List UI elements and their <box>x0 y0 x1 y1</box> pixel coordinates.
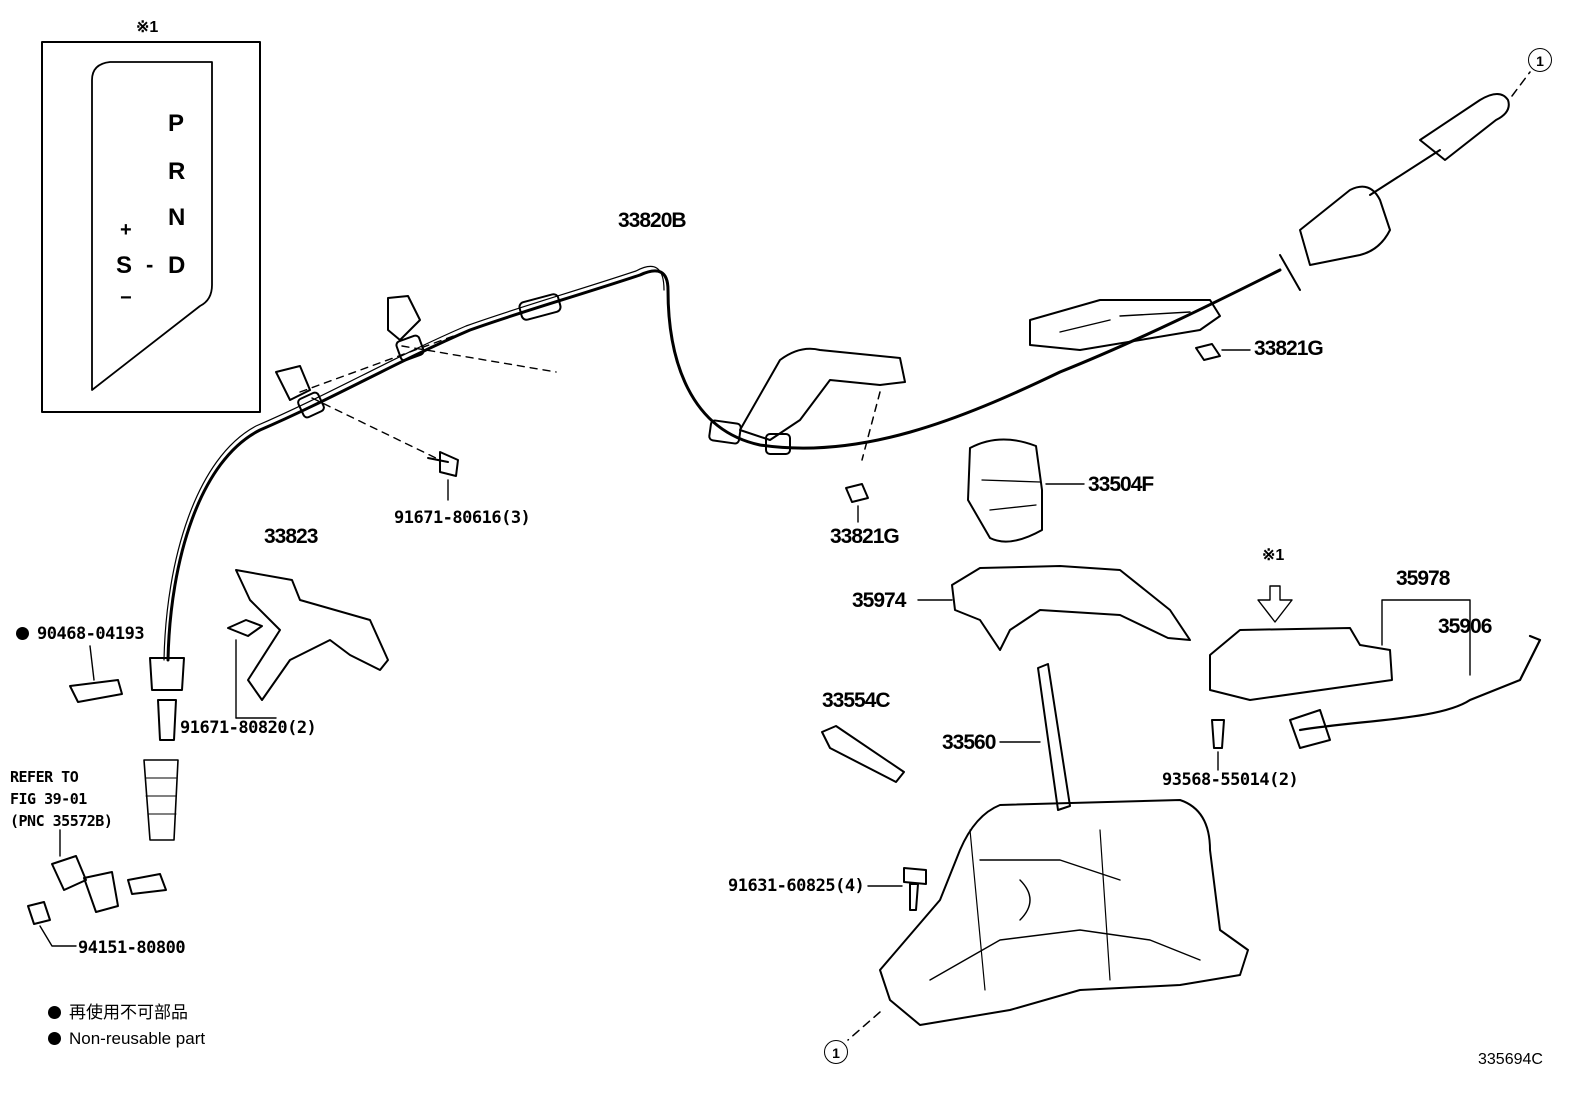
figure-id: 335694C <box>1478 1051 1543 1068</box>
screw-93568-55014 <box>1211 719 1225 749</box>
gear-dash-label: - <box>146 252 154 277</box>
gear-d-label: D <box>168 252 186 279</box>
part-label-33823: 33823 <box>264 525 318 548</box>
inset-frame <box>41 41 261 413</box>
shift-cable <box>166 268 1282 662</box>
cable-bracket-right <box>1029 299 1221 351</box>
part-label-35978: 35978 <box>1396 567 1450 590</box>
position-indicator-35978 <box>1209 627 1393 701</box>
nut-33821G-mid <box>845 483 869 503</box>
nut-94151-80800 <box>27 901 51 925</box>
legend-row-jp: 再使用不可部品 <box>48 1004 188 1021</box>
gear-plus-label: + <box>120 219 132 241</box>
part-label-35906: 35906 <box>1438 615 1492 638</box>
clip-90468-04193 <box>69 679 123 703</box>
cable-clamp <box>297 391 325 419</box>
legend-dot-icon <box>48 1032 61 1045</box>
part-label-91671-80616: 91671-80616(3) <box>394 508 531 528</box>
shift-knob <box>967 438 1043 543</box>
shift-plate-outline <box>91 61 213 391</box>
part-label-35974: 35974 <box>852 589 906 612</box>
shift-base-assembly <box>879 799 1249 1026</box>
cable-clip <box>275 365 311 401</box>
cable-clamp <box>395 334 425 362</box>
refer-note-line2: FIG 39-01 <box>10 790 87 808</box>
trim-33554C <box>821 725 905 783</box>
refer-bracket <box>51 855 119 913</box>
part-label-91631-60825: 91631-60825(4) <box>728 876 865 896</box>
part-label-33821G-mid: 33821G <box>830 525 900 548</box>
part-label-33504F: 33504F <box>1088 473 1154 496</box>
part-label-33821G-top: 33821G <box>1254 337 1324 360</box>
cable-clamp <box>708 419 742 445</box>
gear-s-label: S <box>116 252 133 279</box>
bracket-33823 <box>235 569 389 701</box>
part-label-33560: 33560 <box>942 731 996 754</box>
selector-lever-bracket <box>739 347 906 441</box>
refer-note-line1: REFER TO <box>10 768 79 786</box>
note-mark-35978: ※1 <box>1262 547 1285 564</box>
indicator-housing-35974 <box>951 565 1191 651</box>
part-label-91671-80820: 91671-80820(2) <box>180 718 317 738</box>
cable-end-boot <box>1279 185 1391 291</box>
cable-lower-end <box>149 657 185 741</box>
wire-harness-35906 <box>1298 634 1542 732</box>
ref-circle-1-bottom: 1 <box>824 1040 848 1064</box>
non-reusable-marker <box>16 627 29 640</box>
gear-minus-label: − <box>120 287 132 309</box>
cable-end-rod <box>1369 93 1510 196</box>
gear-n-label: N <box>168 204 186 231</box>
cable-clamp <box>518 293 562 321</box>
refer-note-line3: (PNC 35572B) <box>10 812 113 830</box>
inset-note-mark: ※1 <box>136 19 159 36</box>
screw-91671-80820 <box>227 619 263 637</box>
legend-dot-icon <box>48 1006 61 1019</box>
ref-circle-1-top: 1 <box>1528 48 1552 72</box>
part-label-93568-55014: 93568-55014(2) <box>1162 770 1299 790</box>
part-label-33820B: 33820B <box>618 209 687 232</box>
cable-clip-upper <box>387 295 421 341</box>
view-arrow <box>1257 585 1293 623</box>
cable-lower-boot <box>143 759 179 841</box>
part-label-94151-80800: 94151-80800 <box>78 938 186 958</box>
gear-p-label: P <box>168 110 185 137</box>
part-label-90468-04193: 90468-04193 <box>16 626 145 643</box>
bolt-91671-80616 <box>427 451 459 477</box>
legend-row-en: Non-reusable part <box>48 1030 205 1047</box>
part-label-33554C: 33554C <box>822 689 891 712</box>
gear-r-label: R <box>168 158 186 185</box>
screw-91631-60825 <box>903 867 927 911</box>
shift-lever-33560 <box>1037 663 1071 811</box>
shift-cable-inner <box>163 265 665 661</box>
nut-33821G-top <box>1195 343 1221 361</box>
cable-clamp <box>765 433 791 455</box>
